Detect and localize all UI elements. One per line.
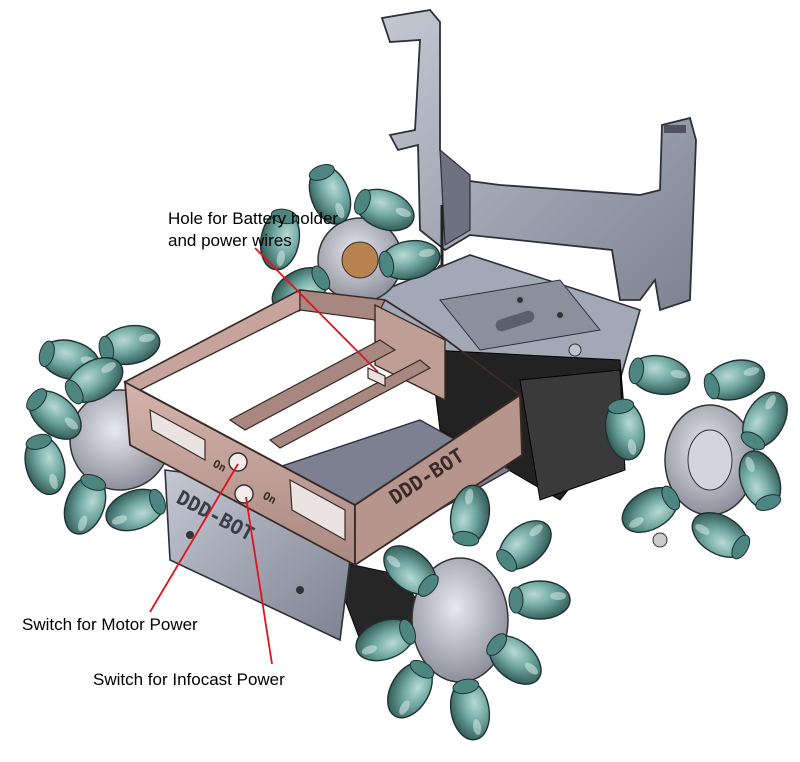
motor-switch-hole [228, 452, 248, 472]
switch-label-right: On [261, 489, 279, 507]
wheel-front-right [600, 350, 798, 568]
wheel-front-center [349, 481, 571, 744]
battery-wire-hole [367, 367, 386, 387]
battery-box [123, 288, 523, 567]
switch-label-left: On [211, 457, 229, 475]
upper-bracket [380, 9, 697, 312]
infocast-switch-hole [234, 484, 254, 504]
battery-hole-label: Hole for Battery holder and power wires [168, 208, 338, 252]
callout-lines [149, 247, 379, 665]
infocast-switch-label: Switch for Infocast Power [93, 670, 285, 689]
motor-switch-label: Switch for Motor Power [22, 615, 198, 634]
motor-switch-leader [149, 463, 239, 613]
motor-housing [329, 349, 626, 641]
battery-hole-label-line1: Hole for Battery holder [168, 209, 339, 228]
battery-hole-leader [254, 247, 379, 373]
wheel-rear-left [255, 158, 444, 323]
battery-hole-label-line2: and power wires [168, 231, 292, 250]
infocast-switch-leader [245, 496, 273, 665]
